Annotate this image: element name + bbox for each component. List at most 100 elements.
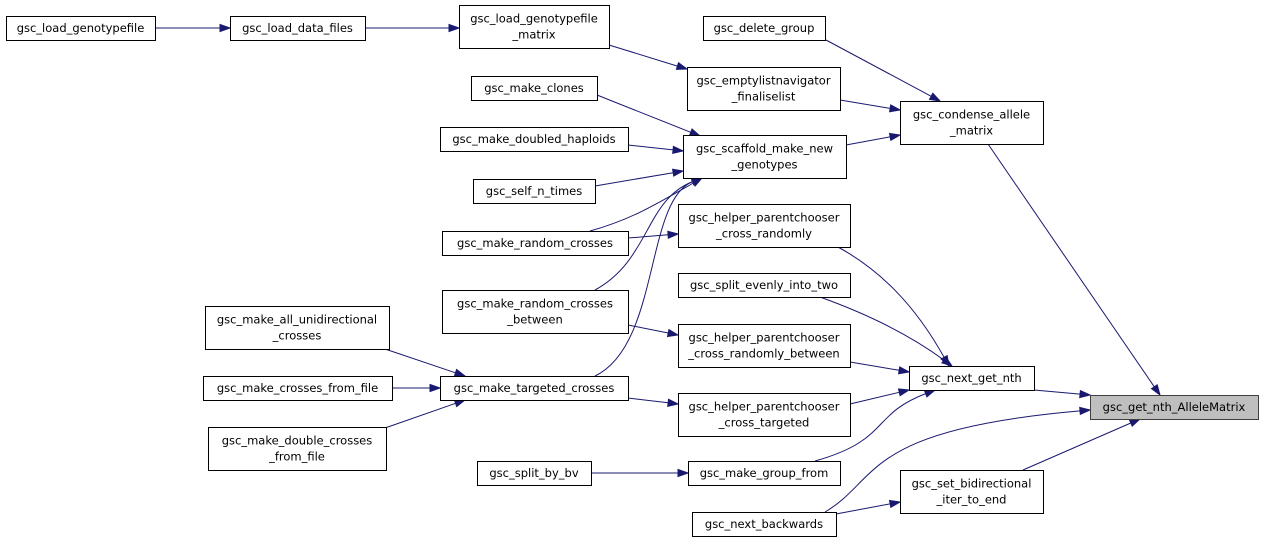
node-box [692, 512, 837, 537]
node-box [477, 461, 592, 486]
edge-line [825, 39, 932, 97]
arrow-head-icon [888, 104, 902, 113]
edge-n13-n20 [819, 296, 954, 367]
edge-line [839, 99, 891, 109]
edge-n18-n19 [627, 397, 680, 407]
target-function-node[interactable]: gsc_get_nth_AlleleMatrix [1090, 395, 1259, 420]
edge-n25-n21 [1022, 418, 1142, 471]
node-label: gsc_helper_parentchooser [689, 400, 840, 414]
arrow-head-icon [928, 92, 942, 102]
arrow-head-icon [941, 356, 954, 367]
edge-line [849, 361, 900, 371]
function-node[interactable]: gsc_make_all_unidirectional _crosses [205, 306, 390, 350]
function-node[interactable]: gsc_condense_allele _matrix [900, 101, 1044, 145]
node-label: gsc_make_random_crosses [457, 297, 613, 311]
function-node[interactable]: gsc_make_crosses_from_file [203, 376, 393, 401]
node-box [678, 393, 851, 437]
function-node[interactable]: gsc_load_genotypefile _matrix [459, 5, 610, 49]
edge-line [594, 181, 693, 377]
node-box [208, 427, 387, 471]
edge-line [1022, 422, 1131, 471]
nodes-layer: gsc_load_genotypefile gsc_load_data_files… [6, 5, 1259, 537]
function-node[interactable]: gsc_next_backwards [692, 512, 837, 537]
arrow-head-icon [219, 23, 232, 33]
function-node[interactable]: gsc_helper_parentchooser_cross_randomly [678, 204, 851, 248]
node-label: gsc_make_targeted_crosses [454, 381, 615, 395]
edge-n23-n24 [591, 468, 690, 478]
edge-line [596, 94, 691, 133]
node-label: _matrix [949, 124, 993, 138]
arrow-head-icon [429, 383, 442, 393]
node-box [1090, 395, 1259, 420]
node-label: gsc_scaffold_make_new [696, 142, 833, 156]
node-label: gsc_helper_parentchooser [689, 331, 840, 345]
arrow-head-icon [675, 61, 689, 70]
edge-n1-n2 [155, 23, 232, 33]
function-node[interactable]: gsc_make_double_crosses_from_file [208, 427, 387, 471]
edge-line [627, 234, 669, 239]
node-label: gsc_make_all_unidirectional [217, 313, 377, 327]
function-node[interactable]: gsc_make_doubled_haploids [440, 127, 629, 152]
node-label: _crosses [272, 329, 322, 343]
node-label: gsc_split_evenly_into_two [690, 278, 838, 292]
function-node[interactable]: gsc_scaffold_make_new_genotypes [683, 135, 847, 179]
edge-line [837, 246, 945, 358]
function-node[interactable]: gsc_make_group_from [688, 461, 841, 486]
function-node[interactable]: gsc_next_get_nth [909, 366, 1035, 391]
function-node[interactable]: gsc_emptylistnavigator_finaliselist [687, 67, 841, 111]
function-node[interactable]: gsc_helper_parentchooser_cross_targeted [678, 393, 851, 437]
function-node[interactable]: gsc_load_genotypefile [6, 16, 156, 41]
arrow-head-icon [923, 389, 937, 398]
node-label: gsc_condense_allele [913, 108, 1030, 122]
function-node[interactable]: gsc_make_random_crosses_between [442, 290, 629, 334]
node-label: gsc_self_n_times [486, 184, 582, 198]
arrow-head-icon [688, 128, 702, 137]
function-node[interactable]: gsc_self_n_times [473, 179, 596, 204]
edge-n26-n25 [835, 499, 902, 515]
node-box [6, 16, 156, 41]
function-node[interactable]: gsc_helper_parentchooser _cross_randomly_… [678, 324, 851, 368]
node-label: gsc_emptylistnavigator [696, 74, 830, 88]
function-node[interactable]: gsc_make_targeted_crosses [440, 376, 629, 401]
edge-line [849, 391, 900, 405]
node-box [678, 324, 851, 368]
node-box [440, 376, 629, 401]
function-node[interactable]: gsc_make_random_crosses [442, 231, 629, 256]
node-label: _cross_randomly [715, 227, 812, 241]
node-box [687, 67, 841, 111]
function-node[interactable]: gsc_make_clones [471, 76, 598, 101]
edge-n6-n21 [987, 143, 1161, 397]
edge-n20-n21 [1033, 389, 1092, 399]
function-node[interactable]: gsc_split_by_bv [477, 461, 592, 486]
node-label: _matrix [511, 28, 555, 42]
function-node[interactable]: gsc_delete_group [703, 16, 826, 41]
node-label: gsc_next_get_nth [921, 371, 1021, 385]
node-label: gsc_set_bidirectional [912, 477, 1032, 491]
node-box [703, 16, 826, 41]
edge-n8-n10 [627, 144, 685, 155]
node-label: gsc_load_genotypefile [470, 12, 598, 26]
arrow-head-icon [888, 499, 902, 509]
edge-line [819, 296, 945, 361]
function-node[interactable]: gsc_load_data_files [230, 16, 366, 41]
node-label: gsc_get_nth_AlleleMatrix [1103, 400, 1246, 414]
edge-n10-n6 [845, 132, 902, 146]
edge-line [627, 324, 669, 334]
node-box [683, 135, 847, 179]
edge-n4-n6 [825, 39, 942, 102]
edge-line [608, 44, 678, 67]
edge-n5-n6 [839, 99, 902, 113]
arrow-head-icon [677, 468, 690, 478]
arrow-head-icon [448, 23, 461, 33]
edge-n12-n20 [837, 246, 950, 368]
node-label: _cross_randomly_between [687, 347, 839, 361]
function-node[interactable]: gsc_set_bidirectional _iter_to_end [900, 470, 1044, 514]
node-label: _iter_to_end [936, 493, 1007, 507]
node-label: gsc_next_backwards [705, 517, 823, 531]
function-node[interactable]: gsc_split_evenly_into_two [678, 273, 851, 298]
node-box [203, 376, 393, 401]
node-label: gsc_make_clones [484, 81, 584, 95]
edge-line [835, 503, 891, 515]
node-box [205, 306, 390, 350]
edge-line [1033, 389, 1081, 395]
